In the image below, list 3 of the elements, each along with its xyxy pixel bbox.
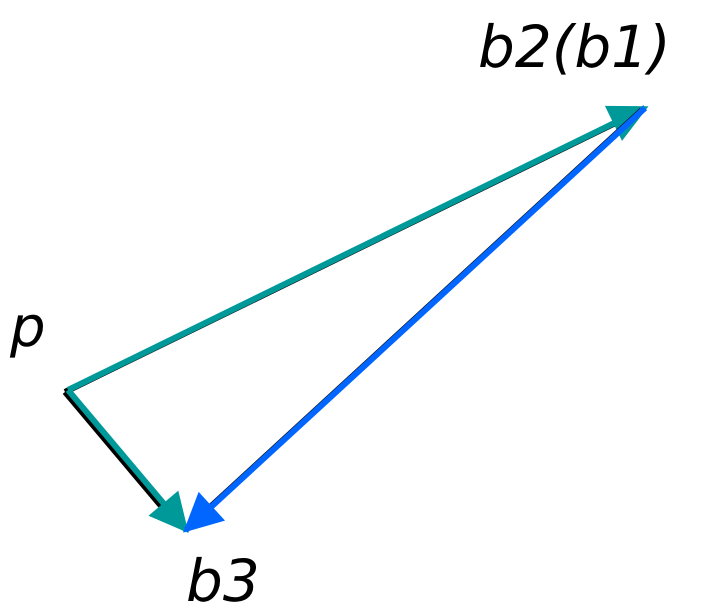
point-label: b2(b1) [478,18,671,76]
point-label: p [10,300,46,356]
point-label: b3 [186,552,260,610]
